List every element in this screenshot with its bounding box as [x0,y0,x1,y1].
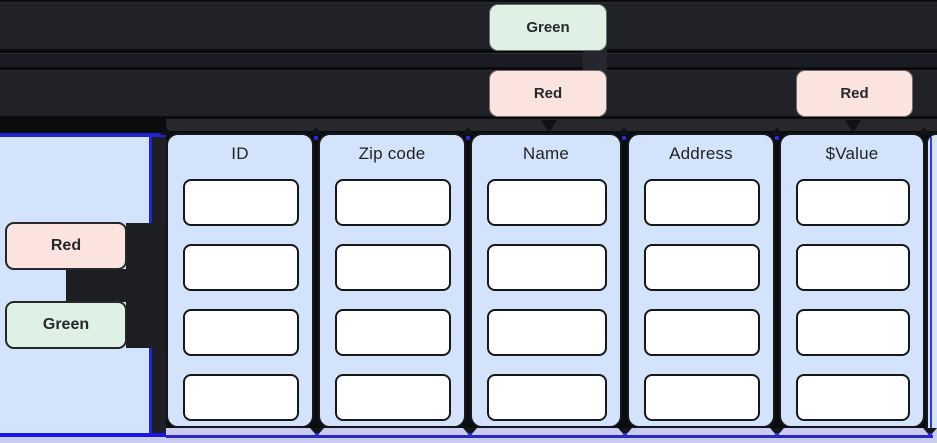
edge-anchor-dot [468,433,472,437]
column-header: Address [669,144,733,163]
red-badge-connector [126,223,166,269]
green-label-badge-top[interactable]: Green [489,4,607,51]
edge-anchor-dot [466,136,470,140]
edge-line [166,435,933,438]
arrow-down-icon [310,428,324,436]
cell-box[interactable] [796,244,910,291]
cell-box[interactable] [487,374,607,421]
arrow-up-icon [462,127,474,135]
edge-line-bright [0,433,166,437]
left-panel-top-edge [0,133,166,137]
cell-box[interactable] [487,244,607,291]
column-panel-name[interactable]: Name [470,133,622,428]
column-header: $Value [825,144,879,163]
arrow-up-icon [160,127,172,135]
cell-box[interactable] [183,179,299,226]
arrow-up-icon [771,127,783,135]
column-header: Name [522,144,570,163]
badge-link-connector [66,269,166,302]
arrow-up-icon [918,127,930,135]
green-badge-connector-side [126,302,166,348]
cell-box[interactable] [335,309,451,356]
cell-box[interactable] [183,244,299,291]
edge-anchor-dot [775,136,779,140]
arrow-up-icon [618,127,630,135]
cell-box[interactable] [644,244,760,291]
edge-line [930,137,932,428]
arrow-down-icon [770,428,784,436]
edge-anchor-dot [623,433,627,437]
column-panel-address[interactable]: Address [627,133,775,428]
column-header: Zip code [358,144,426,163]
edge-anchor-dot [622,136,626,140]
column-panel-value[interactable]: $Value [779,133,925,428]
green-label-badge-side[interactable]: Green [5,301,127,349]
cell-box[interactable] [183,374,299,421]
arrow-down-icon [923,428,937,436]
column-header: ID [231,144,249,163]
arrow-down-icon [618,428,632,436]
cell-box[interactable] [335,179,451,226]
green-badge-connector [583,49,607,71]
top-row-strip-2 [0,53,937,68]
edge-anchor-dot [315,433,319,437]
red-label-badge-side[interactable]: Red [5,222,127,270]
cell-box[interactable] [644,309,760,356]
cell-box[interactable] [487,179,607,226]
cell-box[interactable] [183,309,299,356]
arrow-down-icon [845,120,861,133]
edge-anchor-dot [775,433,779,437]
footer-strip [0,437,937,443]
cell-box[interactable] [644,374,760,421]
arrow-down-icon [541,120,557,133]
red-label-badge-top-right[interactable]: Red [796,70,913,117]
cell-box[interactable] [796,374,910,421]
cell-box[interactable] [335,374,451,421]
top-row-strip-1 [0,2,937,50]
top-row-strip-3 [0,70,937,117]
cell-box[interactable] [644,179,760,226]
cell-box[interactable] [487,309,607,356]
arrow-down-icon [463,428,477,436]
red-label-badge-top-left[interactable]: Red [489,70,607,117]
edge-anchor-dot [928,433,932,437]
cell-box[interactable] [796,179,910,226]
edge-anchor-dot [314,136,318,140]
arrow-up-icon [310,127,322,135]
column-panel-zipcode[interactable]: Zip code [318,133,466,428]
column-panel-id[interactable]: ID [166,133,314,428]
cell-box[interactable] [335,244,451,291]
cell-box[interactable] [796,309,910,356]
